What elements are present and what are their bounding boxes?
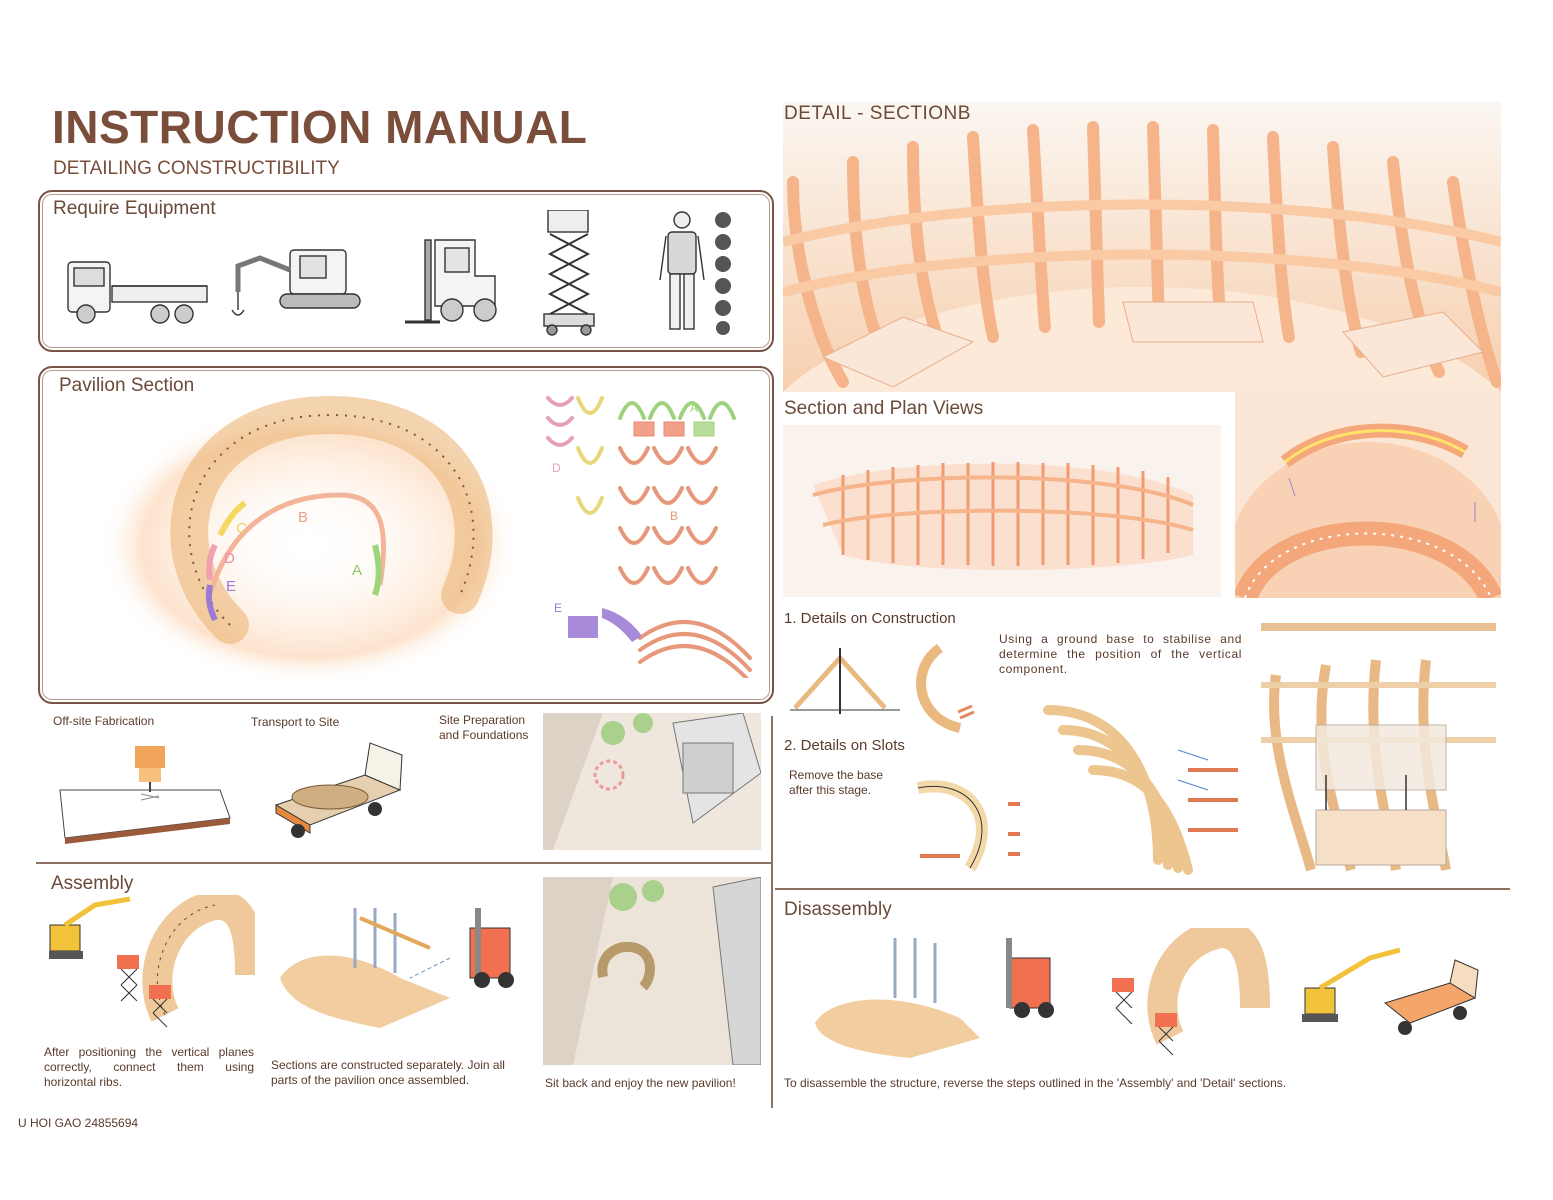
transport-illustration (274, 742, 403, 838)
divider-vertical (771, 716, 773, 1108)
construction-worker-icon (659, 211, 705, 330)
pavilion-plan-illustration: A B C D E (100, 395, 520, 685)
pavilion-section-heading: Pavilion Section (59, 375, 195, 396)
slots-detail-illustration (916, 780, 1020, 872)
offsite-fabrication-illustration (59, 746, 231, 844)
section-label-e: E (226, 578, 236, 595)
construction-heading: 1. Details on Construction (784, 610, 956, 627)
section-label-d: D (224, 550, 235, 567)
assembly-step3-caption: Sit back and enjoy the new pavilion! (545, 1076, 736, 1090)
disassembly-illustrations (815, 928, 1479, 1058)
divider-disassembly (775, 888, 1510, 890)
detail-sectionb-render (783, 102, 1501, 392)
assembly-step1-illustration (49, 895, 255, 1028)
rib-components-illustration: D E B A (546, 396, 752, 678)
assembly-step2-caption: Sections are constructed separately. Joi… (271, 1058, 505, 1087)
section-elevation-illustration (783, 425, 1221, 597)
svg-text:A: A (690, 401, 698, 415)
slot-assembly-illustration (1043, 705, 1238, 875)
divider-assembly (36, 862, 772, 864)
construction-detail-illustration (790, 643, 975, 733)
equipment-illustrations (67, 210, 731, 336)
completed-pavilion-illustration (543, 877, 761, 1065)
page-subtitle: DETAILING CONSTRUCTIBILITY (53, 158, 340, 179)
detail-sectionb-heading: DETAIL - SECTIONB (784, 103, 971, 124)
assembly-step2-illustration (280, 908, 514, 1028)
transport-label: Transport to Site (251, 715, 340, 729)
slots-heading: 2. Details on Slots (784, 737, 905, 754)
truck-icon (67, 261, 208, 324)
author-footer: U HOI GAO 24855694 (18, 1116, 139, 1130)
disassembly-caption: To disassemble the structure, reverse th… (784, 1076, 1287, 1090)
equipment-heading: Require Equipment (53, 198, 216, 219)
pavilion-section-panel (38, 366, 774, 704)
equipment-panel (38, 190, 774, 352)
excavator-crane-icon (231, 249, 361, 316)
disassembly-heading: Disassembly (784, 899, 892, 920)
slots-note: Remove the base after this stage. (789, 768, 884, 797)
page-title: INSTRUCTION MANUAL (52, 101, 588, 153)
plan-view-illustration (1235, 392, 1501, 598)
offsite-fabrication-label: Off-site Fabrication (53, 714, 155, 728)
forklift-icon (405, 239, 497, 324)
section-label-b: B (298, 509, 308, 526)
safety-gear-icons (715, 212, 731, 335)
assembly-heading: Assembly (51, 873, 134, 894)
svg-text:E: E (554, 601, 562, 615)
site-map-illustration (543, 713, 761, 850)
deck-installation-illustration (1261, 623, 1496, 872)
site-prep-label: Site Preparation and Foundations (439, 713, 529, 742)
scissor-lift-icon (543, 210, 595, 336)
svg-text:D: D (552, 461, 561, 475)
section-label-a: A (352, 562, 362, 579)
assembly-step1-caption: After positioning the vertical planes co… (44, 1045, 254, 1089)
section-label-c: C (236, 520, 247, 537)
svg-text:B: B (670, 509, 678, 523)
construction-note: Using a ground base to stabilise and det… (999, 632, 1242, 676)
section-plan-heading: Section and Plan Views (784, 398, 984, 419)
